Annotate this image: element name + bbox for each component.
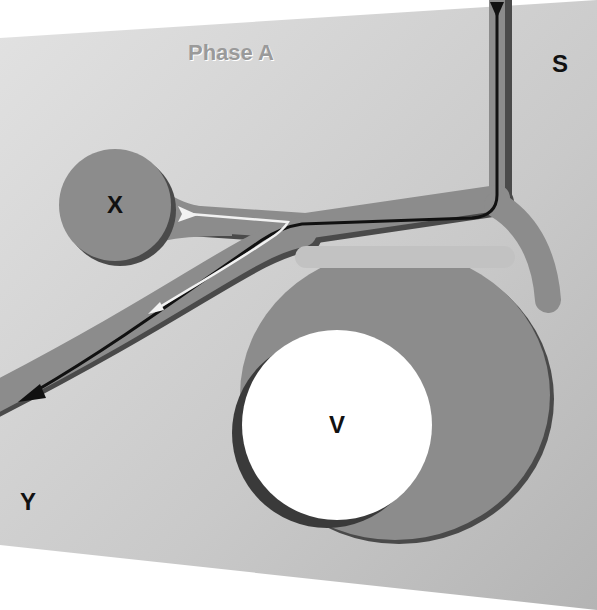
shape-fill: [59, 149, 171, 261]
chamber-circle: X: [59, 149, 171, 261]
shape-fill: [242, 330, 432, 520]
valve-circle: V: [242, 330, 432, 520]
separator-slot: [295, 246, 515, 268]
arrow-head: [490, 2, 504, 18]
port-label: Y: [20, 488, 36, 516]
arrow-head: [178, 206, 198, 222]
port-label: S: [552, 50, 568, 78]
flow-arrow: [158, 214, 288, 308]
part-letter: V: [329, 411, 345, 439]
arrow-head: [148, 302, 164, 314]
part-letter: X: [107, 191, 123, 219]
reservoir: [240, 250, 550, 540]
flow-arrow: [34, 14, 497, 392]
arrow-head: [18, 384, 46, 402]
phase-title: Phase A: [188, 40, 274, 66]
